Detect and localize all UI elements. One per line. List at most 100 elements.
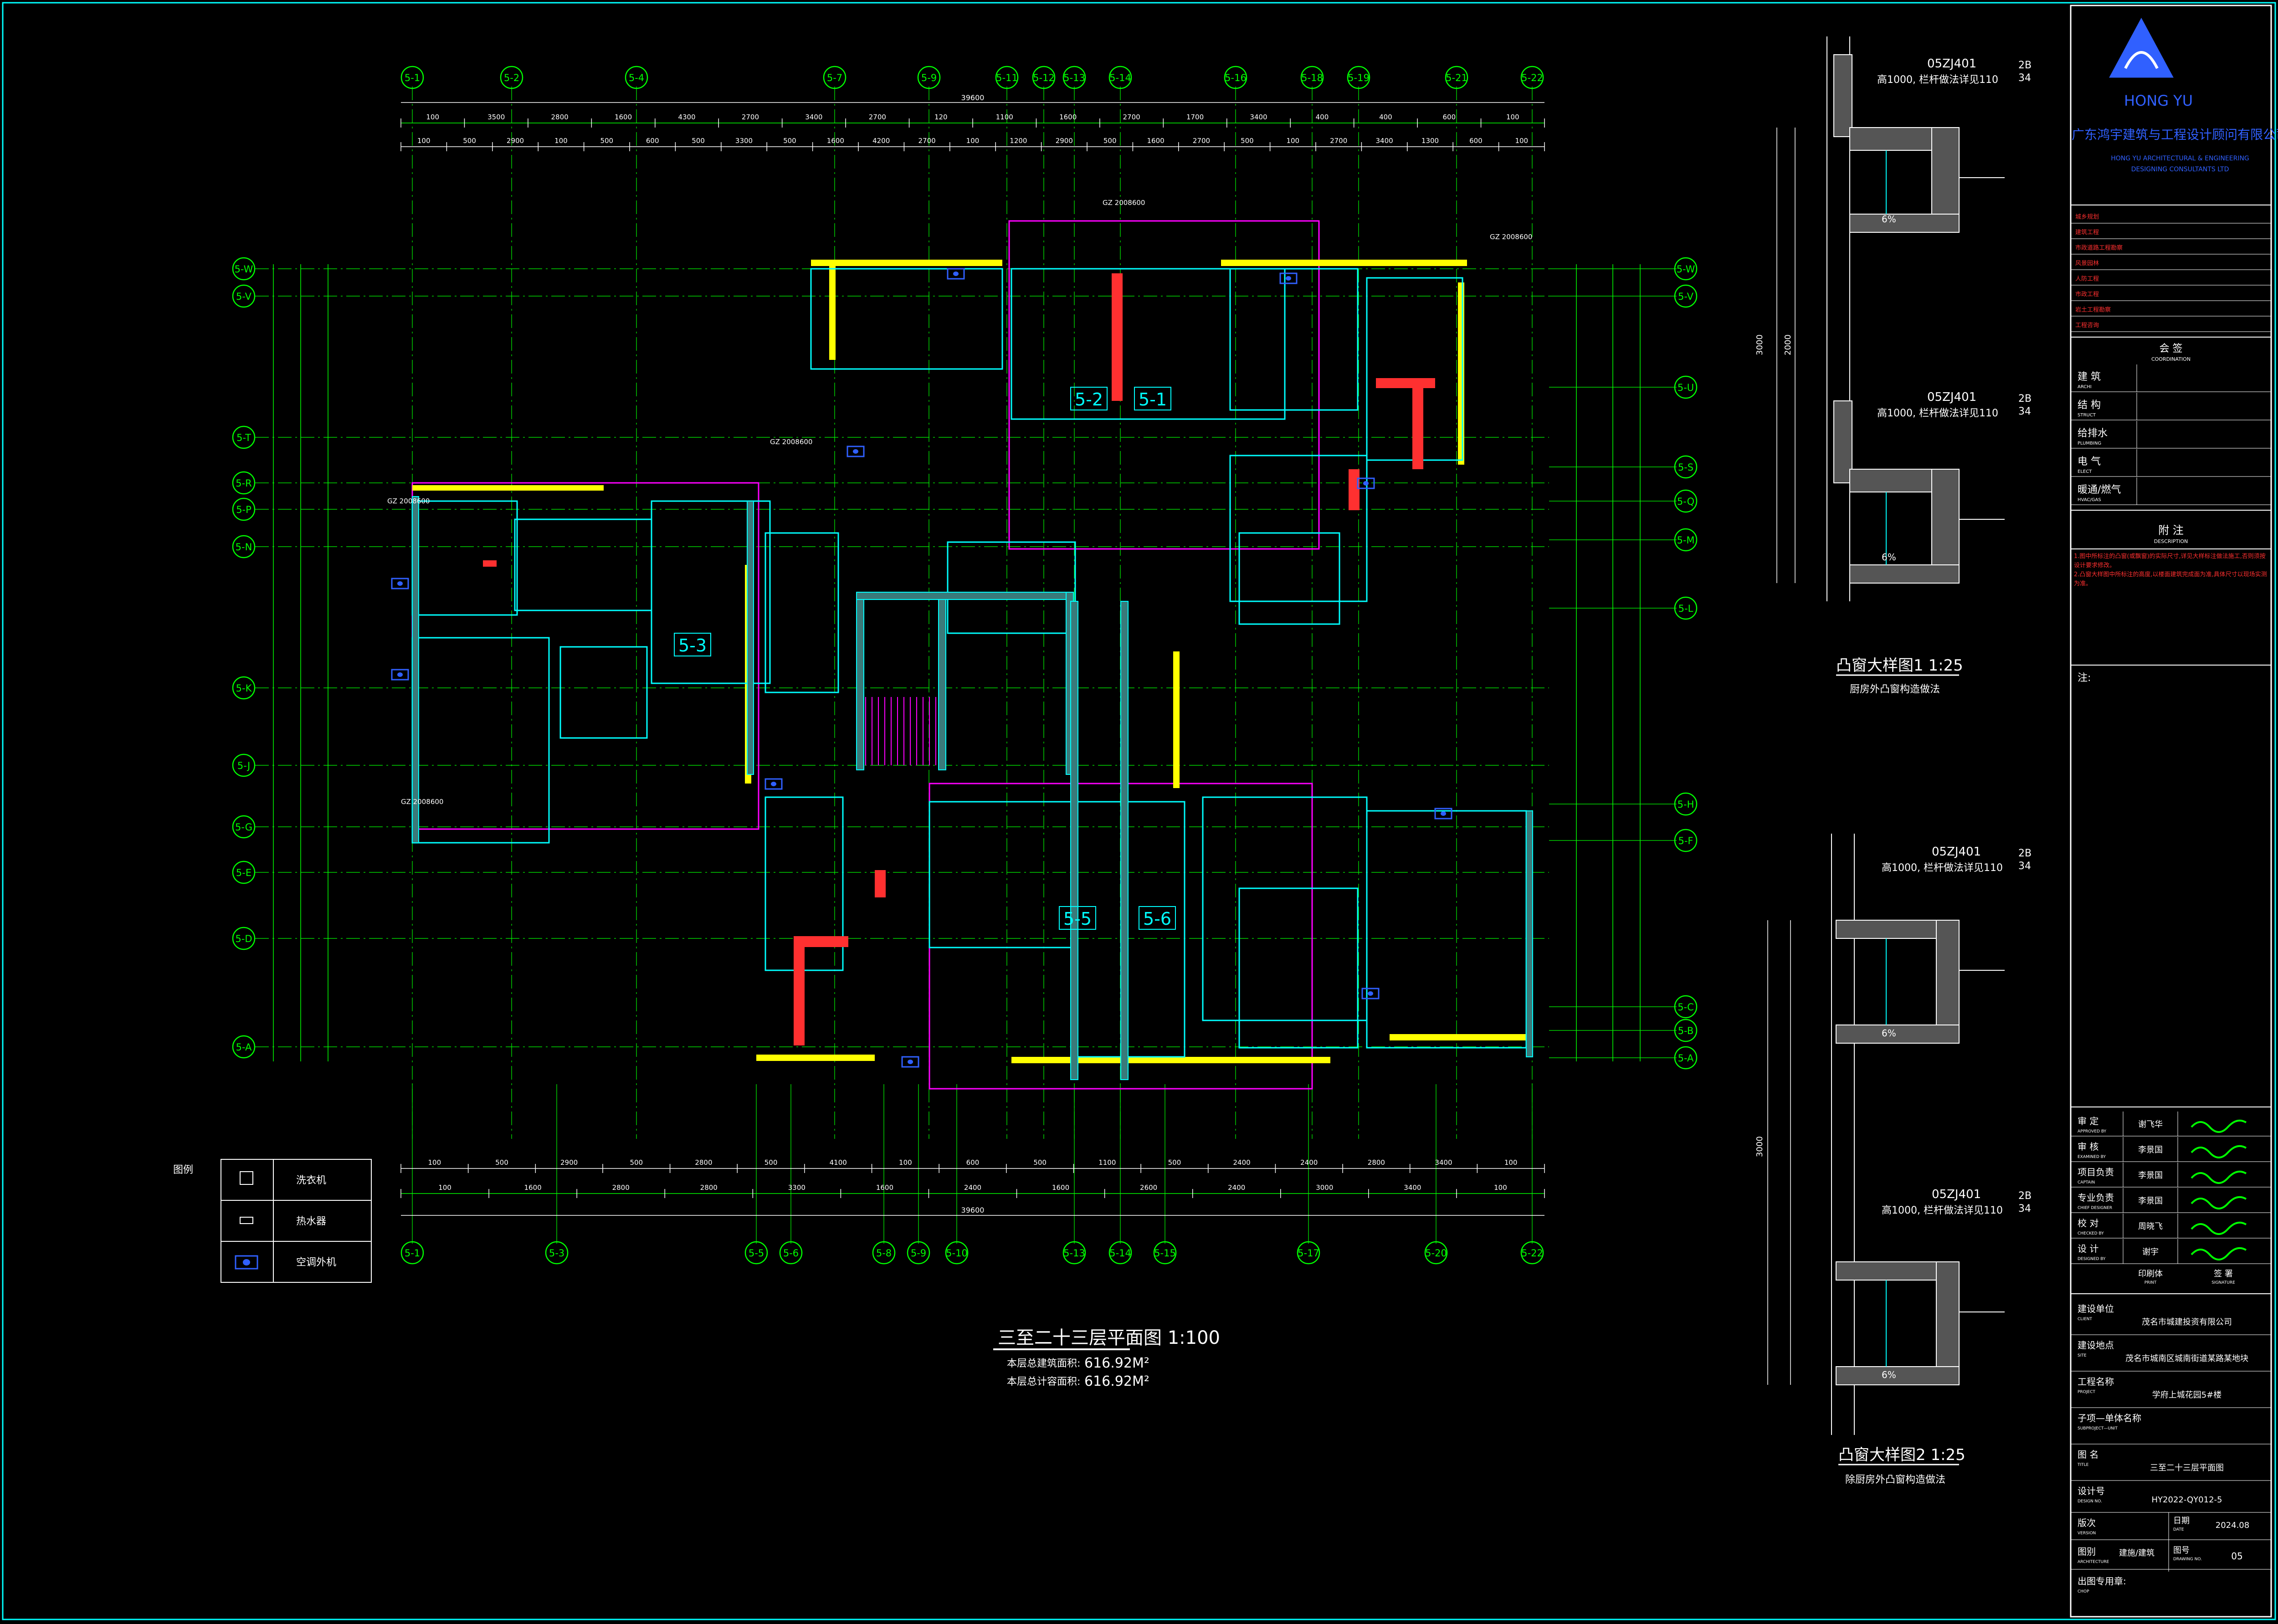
wall (856, 592, 1071, 600)
detail-note: 高1000, 栏杆做法详见110 (1882, 862, 2003, 874)
signature-mark (2191, 1170, 2247, 1184)
company-logo-icon (2109, 17, 2174, 78)
window-band (829, 260, 836, 360)
ac-unit-icon (853, 449, 858, 454)
axis-bubble (872, 1241, 896, 1265)
column-red (1412, 378, 1423, 469)
role-label-en: CHECKED BY (2078, 1231, 2104, 1236)
column-tag: GZ 2008600 (387, 497, 430, 505)
note-line: 2.凸窗大样图中所标注的高度,以楼面建筑完成面为准,具体尺寸以现场实测为准。 (2074, 571, 2267, 587)
dim-text: 1100 (1098, 1158, 1116, 1167)
dim-text: 100 (438, 1183, 451, 1192)
license-label: 工程咨询 (2075, 322, 2099, 329)
axis-bubble (945, 1241, 969, 1265)
wall (1120, 601, 1129, 1080)
wall (1070, 601, 1078, 1080)
axis-label: 5-J (237, 760, 250, 771)
detail-title: 凸窗大样图2 1:25 (1838, 1446, 1965, 1464)
sign-role: 建 筑 (2078, 371, 2101, 383)
water-heater-icon (240, 1217, 253, 1224)
license-label: 人防工程 (2075, 275, 2099, 282)
dim-text: 100 (1286, 137, 1299, 145)
company-name-cn: 广东鸿宇建筑与工程设计顾问有限公司 (2072, 127, 2278, 142)
axis-label: 5-9 (911, 1248, 926, 1259)
axis-label: 5-V (236, 291, 252, 302)
bay-window-detail-1: 05ZJ401 2B 34 高1000, 栏杆做法详见110 05ZJ401 2… (1755, 36, 2032, 695)
dim-text: 3400 (1404, 1183, 1421, 1192)
axis-label: 5-14 (1109, 1248, 1131, 1259)
axis-bubble (1674, 792, 1698, 816)
dim-text: 2400 (1233, 1158, 1250, 1167)
category-value: 建施/建筑 (2119, 1548, 2155, 1558)
dim-text: 100 (426, 113, 439, 121)
detail-sill (1936, 1261, 1960, 1376)
legend-item: 洗衣机 (296, 1175, 326, 1186)
wall (938, 592, 946, 770)
signature-mark (2191, 1145, 2247, 1158)
axis-bubble (500, 66, 523, 89)
dim-text: 600 (1443, 113, 1456, 121)
dim-text: 2600 (1140, 1183, 1157, 1192)
dim-text: 1600 (1147, 137, 1165, 145)
detail-ref-code: 2B (2018, 60, 2032, 71)
dim-text: 500 (600, 137, 613, 145)
axis-label: 5-13 (1063, 1248, 1085, 1259)
dim-text: 1600 (876, 1183, 893, 1192)
axis-bubble (1674, 284, 1698, 308)
area-value-1: 616.92M² (1084, 1355, 1149, 1371)
room-outline (1238, 532, 1340, 625)
axis-label: 5-9 (921, 72, 937, 83)
axis-label: 5-19 (1348, 72, 1370, 83)
detail-ref: 05ZJ401 (1927, 57, 1976, 71)
dim-text: 500 (1033, 1158, 1047, 1167)
unit-label: 5-6 (1143, 909, 1171, 929)
project-field-value: 茂名市城南区城南街道某路某地块 (2125, 1354, 2248, 1363)
detail-column (1833, 400, 1852, 483)
category-label-en: ARCHITECTURE (2078, 1560, 2109, 1564)
walls (391, 220, 1533, 1090)
sign-header-en: COORDINATION (2151, 356, 2191, 362)
project-field-label: 建设地点 (2078, 1340, 2114, 1351)
dim-text: 400 (1316, 113, 1329, 121)
detail-sill-bottom (1849, 214, 1960, 233)
axis-bubble (1062, 66, 1086, 89)
axis-bubble (1674, 489, 1698, 513)
axis-label: 5-22 (1521, 1248, 1543, 1259)
axis-label: 5-M (1677, 535, 1694, 546)
date-label-en: DATE (2173, 1527, 2184, 1532)
axis-bubble (545, 1241, 569, 1265)
print-label: 印刷体 (2138, 1269, 2163, 1279)
legend-item: 空调外机 (296, 1257, 336, 1268)
axis-label: 5-12 (1033, 72, 1055, 83)
bay-window-detail-2: 05ZJ401 2B 34 高1000, 栏杆做法详见110 05ZJ401 2… (1755, 834, 2032, 1486)
axis-bubble (1445, 66, 1468, 89)
sheet-label-en: DRAWING NO. (2173, 1557, 2202, 1562)
legend: 图例 洗衣机 热水器 空调外机 (173, 1159, 372, 1283)
detail-slope: 6% (1882, 1369, 1896, 1380)
axis-label: 5-N (236, 542, 252, 553)
axis-bubble (400, 1241, 424, 1265)
ac-unit-icon (1368, 991, 1373, 996)
dim-text: 2800 (1368, 1158, 1385, 1167)
company-name-en-2: DESIGNING CONSULTANTS LTD (2131, 166, 2229, 173)
plan-title-block: 三至二十三层平面图 1:100 本层总建筑面积: 616.92M² 本层总计容面… (993, 1327, 1220, 1389)
axis-bubble (917, 66, 941, 89)
sign-role-en: HVAC/GAS (2078, 497, 2101, 502)
axis-label: 5-2 (504, 72, 519, 83)
license-label: 岩土工程勘察 (2075, 307, 2111, 313)
detail-ref: 05ZJ401 (1932, 845, 1981, 859)
dim-text: 2900 (560, 1158, 578, 1167)
ac-unit-icon (847, 446, 865, 457)
room-outline (559, 646, 648, 739)
dim-text: 100 (899, 1158, 912, 1167)
ac-unit-icon (1357, 477, 1375, 489)
axis-bubble (1153, 1241, 1177, 1265)
axis-bubble (232, 497, 256, 521)
role-label: 审 定 (2078, 1116, 2098, 1127)
dim-text: 2900 (1056, 137, 1073, 145)
role-label: 项目负责 (2078, 1167, 2114, 1178)
unit-tag (1059, 906, 1096, 930)
